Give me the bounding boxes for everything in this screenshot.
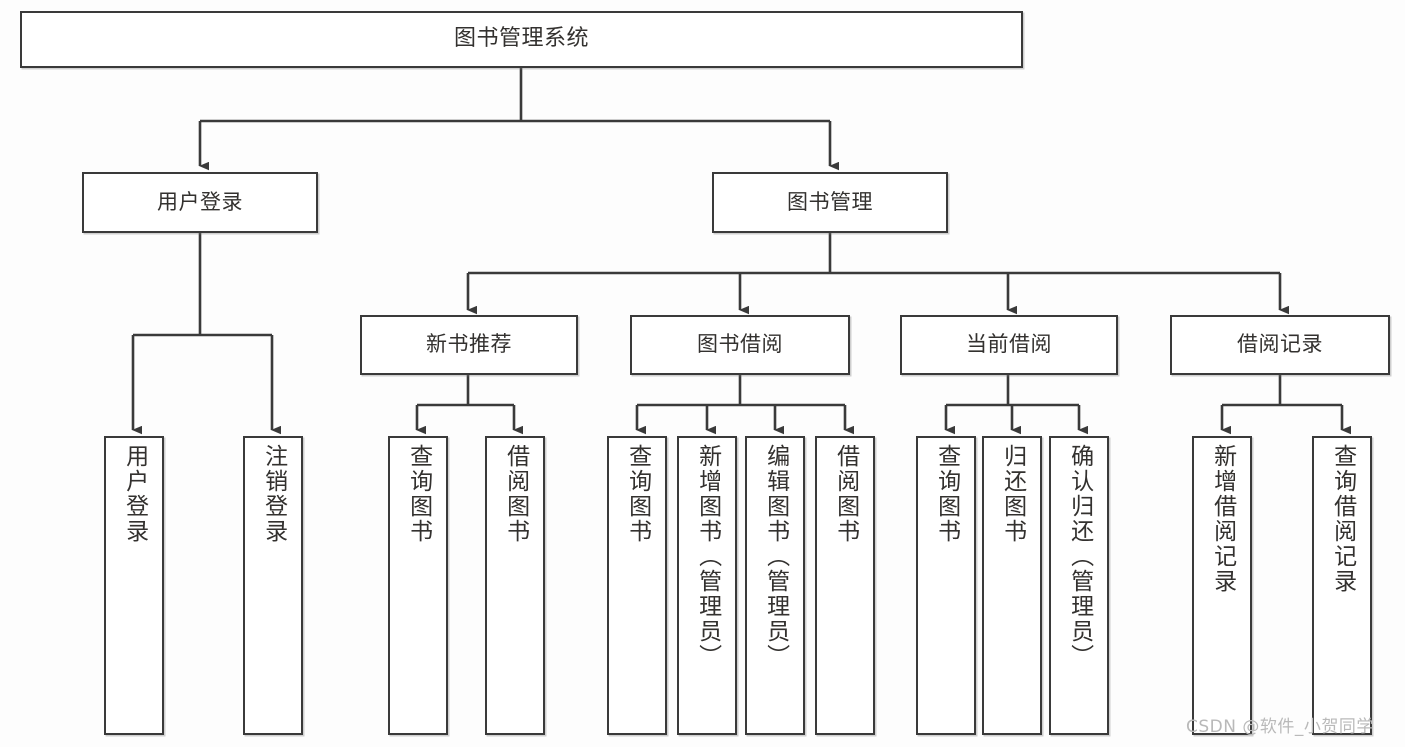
leaf-borrow-book-2-label: 借阅图书 xyxy=(832,444,859,544)
node-user-login-label: 用户登录 xyxy=(157,189,243,214)
csdn-watermark: CSDN @软件_小贺同学 xyxy=(1186,717,1374,737)
leaf-query-book-1-label: 查询图书 xyxy=(405,444,432,544)
leaf-user-logout[interactable]: 注销登录 xyxy=(243,436,303,735)
node-root-system[interactable]: 图书管理系统 xyxy=(20,11,1023,68)
leaf-user-login[interactable]: 用户登录 xyxy=(104,436,164,735)
leaf-add-record[interactable]: 新增借阅记录 xyxy=(1192,436,1252,735)
leaf-borrow-book-1-label: 借阅图书 xyxy=(502,444,529,544)
leaf-borrow-book-2[interactable]: 借阅图书 xyxy=(815,436,875,735)
leaf-confirm-return-label: 确认归还（管理员） xyxy=(1066,444,1093,669)
leaf-return-book-label: 归还图书 xyxy=(999,444,1026,544)
leaf-return-book[interactable]: 归还图书 xyxy=(982,436,1042,735)
node-user-login[interactable]: 用户登录 xyxy=(82,172,318,233)
node-current-borrow[interactable]: 当前借阅 xyxy=(900,315,1118,375)
leaf-query-book-3-label: 查询图书 xyxy=(933,444,960,544)
leaf-add-record-label: 新增借阅记录 xyxy=(1209,444,1236,594)
leaf-confirm-return[interactable]: 确认归还（管理员） xyxy=(1049,436,1109,735)
node-new-book-recommend-label: 新书推荐 xyxy=(426,332,512,357)
leaf-edit-book[interactable]: 编辑图书（管理员） xyxy=(745,436,805,735)
leaf-user-login-label: 用户登录 xyxy=(121,444,148,544)
node-borrow-record-label: 借阅记录 xyxy=(1237,332,1323,357)
leaf-user-logout-label: 注销登录 xyxy=(260,444,287,544)
leaf-query-record-label: 查询借阅记录 xyxy=(1329,444,1356,594)
node-borrow-record[interactable]: 借阅记录 xyxy=(1170,315,1390,375)
node-book-borrow[interactable]: 图书借阅 xyxy=(630,315,850,375)
leaf-query-book-2-label: 查询图书 xyxy=(624,444,651,544)
node-book-borrow-label: 图书借阅 xyxy=(697,332,783,357)
node-root-system-label: 图书管理系统 xyxy=(453,26,589,52)
leaf-add-book[interactable]: 新增图书（管理员） xyxy=(677,436,737,735)
node-new-book-recommend[interactable]: 新书推荐 xyxy=(360,315,578,375)
node-current-borrow-label: 当前借阅 xyxy=(966,332,1052,357)
leaf-query-record[interactable]: 查询借阅记录 xyxy=(1312,436,1372,735)
leaf-add-book-label: 新增图书（管理员） xyxy=(694,444,721,669)
leaf-edit-book-label: 编辑图书（管理员） xyxy=(762,444,789,669)
leaf-borrow-book-1[interactable]: 借阅图书 xyxy=(485,436,545,735)
leaf-query-book-3[interactable]: 查询图书 xyxy=(916,436,976,735)
node-book-management-label: 图书管理 xyxy=(787,189,873,214)
leaf-query-book-1[interactable]: 查询图书 xyxy=(388,436,448,735)
node-book-management[interactable]: 图书管理 xyxy=(712,172,948,233)
leaf-query-book-2[interactable]: 查询图书 xyxy=(607,436,667,735)
